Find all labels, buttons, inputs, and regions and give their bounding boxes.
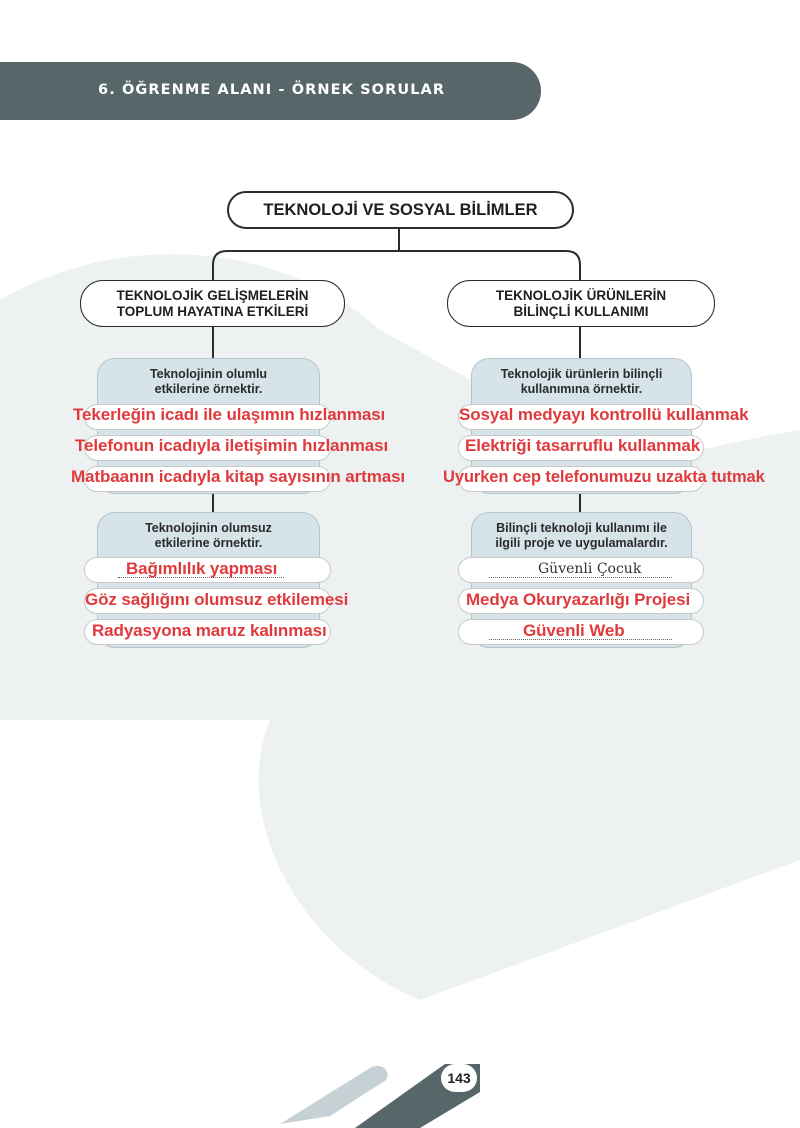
usage-answer-3: Uyurken cep telefonumuzu uzakta tutmak xyxy=(443,468,765,486)
answer-slot[interactable] xyxy=(84,404,331,430)
answer-slot[interactable] xyxy=(84,619,331,645)
positive-answer-1: Tekerleğin icadı ile ulaşımın hızlanması xyxy=(73,405,386,424)
positive-effects-title: Teknolojinin olumlu etkilerine örnektir. xyxy=(98,367,319,397)
right-branch-title-line2: BİLİNÇLİ KULLANIMI xyxy=(513,303,649,319)
answer-slot[interactable] xyxy=(458,466,704,492)
usage-answer-2: Elektriği tasarruflu kullanmak xyxy=(465,436,701,455)
page-number: 143 xyxy=(441,1064,477,1092)
answer-slot[interactable] xyxy=(458,557,704,583)
projects-title-line2: ilgili proje ve uygulamalardır. xyxy=(495,536,668,550)
header-title: 6. ÖĞRENME ALANI - ÖRNEK SORULAR xyxy=(98,82,446,98)
header-band xyxy=(0,62,541,120)
left-branch-title-line2: TOPLUM HAYATINA ETKİLERİ xyxy=(116,303,309,319)
left-branch-title: TEKNOLOJİK GELİŞMELERİN TOPLUM HAYATINA … xyxy=(80,280,345,327)
main-title: TEKNOLOJİ VE SOSYAL BİLİMLER xyxy=(227,191,574,229)
positive-answer-2: Telefonun icadıyla iletişimin hızlanması xyxy=(75,436,389,455)
positive-effects-title-line2: etkilerine örnektir. xyxy=(154,382,263,396)
negative-answer-3: Radyasyona maruz kalınması xyxy=(92,621,327,640)
connector-main-down xyxy=(398,229,400,251)
conscious-usage-title-line1: Teknolojik ürünlerin bilinçli xyxy=(500,367,663,381)
answer-slot[interactable] xyxy=(84,466,331,492)
project-answer-3: Güvenli Web xyxy=(523,621,625,640)
answer-slot[interactable] xyxy=(458,404,704,430)
negative-effects-title-line2: etkilerine örnektir. xyxy=(154,536,263,550)
answer-slot[interactable] xyxy=(458,588,704,614)
answer-dotted-line xyxy=(489,577,672,578)
right-branch-title-line1: TEKNOLOJİK ÜRÜNLERİN xyxy=(495,287,667,303)
footer-stripe-light xyxy=(280,1065,388,1124)
right-branch-title: TEKNOLOJİK ÜRÜNLERİN BİLİNÇLİ KULLANIMI xyxy=(447,280,715,327)
negative-answer-1: Bağımlılık yapması xyxy=(126,559,278,578)
projects-title: Bilinçli teknoloji kullanımı ile ilgili … xyxy=(472,521,691,551)
answer-slot[interactable] xyxy=(84,435,331,461)
negative-answer-2: Göz sağlığını olumsuz etkilemesi xyxy=(85,590,349,609)
answer-dotted-line xyxy=(118,577,284,578)
usage-answer-1: Sosyal medyayı kontrollü kullanmak xyxy=(459,405,749,424)
negative-effects-title: Teknolojinin olumsuz etkilerine örnektir… xyxy=(98,521,319,551)
project-answer-2: Medya Okuryazarlığı Projesi xyxy=(466,590,691,609)
answer-slot[interactable] xyxy=(84,588,331,614)
positive-answer-3: Matbaanın icadıyla kitap sayısının artma… xyxy=(71,467,406,486)
answer-slot[interactable] xyxy=(84,557,331,583)
answer-dotted-line xyxy=(489,639,672,640)
conscious-usage-title: Teknolojik ürünlerin bilinçli kullanımın… xyxy=(472,367,691,397)
project-answer-1: Güvenli Çocuk xyxy=(538,561,642,577)
left-branch-title-line1: TEKNOLOJİK GELİŞMELERİN xyxy=(116,287,309,303)
conscious-usage-title-line2: kullanımına örnektir. xyxy=(520,382,643,396)
positive-effects-title-line1: Teknolojinin olumlu xyxy=(149,367,268,381)
answer-slot[interactable] xyxy=(458,619,704,645)
negative-effects-title-line1: Teknolojinin olumsuz xyxy=(145,521,272,535)
answer-slot[interactable] xyxy=(458,435,704,461)
projects-title-line1: Bilinçli teknoloji kullanımı ile xyxy=(496,521,667,535)
